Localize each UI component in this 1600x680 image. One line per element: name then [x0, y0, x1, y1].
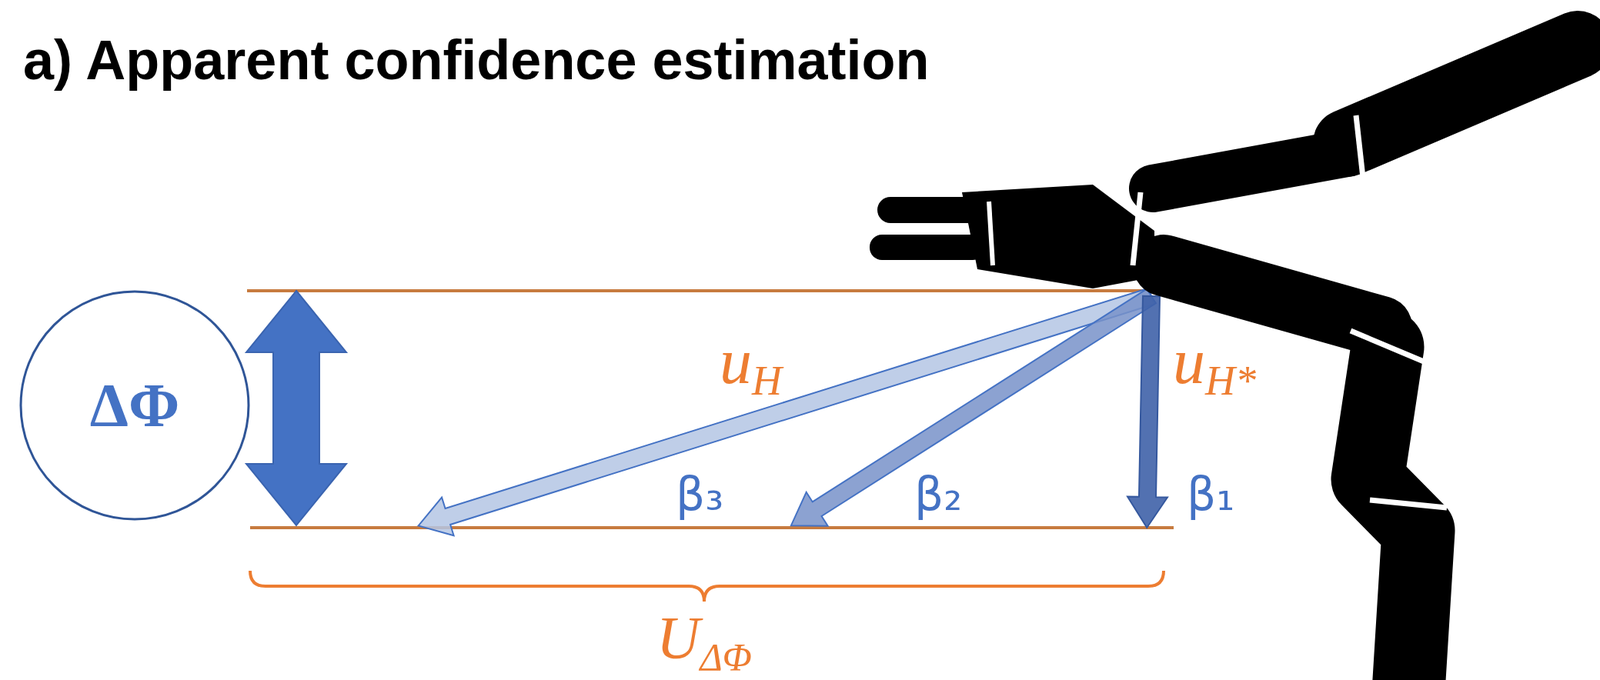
range-label: UΔΦ: [656, 607, 752, 677]
arrow-beta3: [412, 277, 1158, 545]
double-arrow: [246, 290, 347, 526]
arrow-beta1: [1126, 296, 1172, 529]
brace: [250, 571, 1164, 602]
delta-circle: ΔΦ: [18, 289, 251, 522]
beta-label: β₂: [914, 470, 963, 518]
figure-title: a) Apparent confidence estimation: [23, 32, 930, 88]
robot-arm: [869, 44, 1578, 680]
circle-label: ΔΦ: [90, 374, 180, 437]
symbol-label: uH*: [1172, 329, 1256, 402]
upper-bound-line: [247, 289, 1164, 293]
symbol-label: uH: [719, 329, 782, 402]
beta-label: β₁: [1186, 470, 1235, 518]
beta-label: β₃: [675, 470, 724, 518]
arrow-beta2: [780, 279, 1163, 543]
lower-bound-line: [250, 526, 1174, 530]
